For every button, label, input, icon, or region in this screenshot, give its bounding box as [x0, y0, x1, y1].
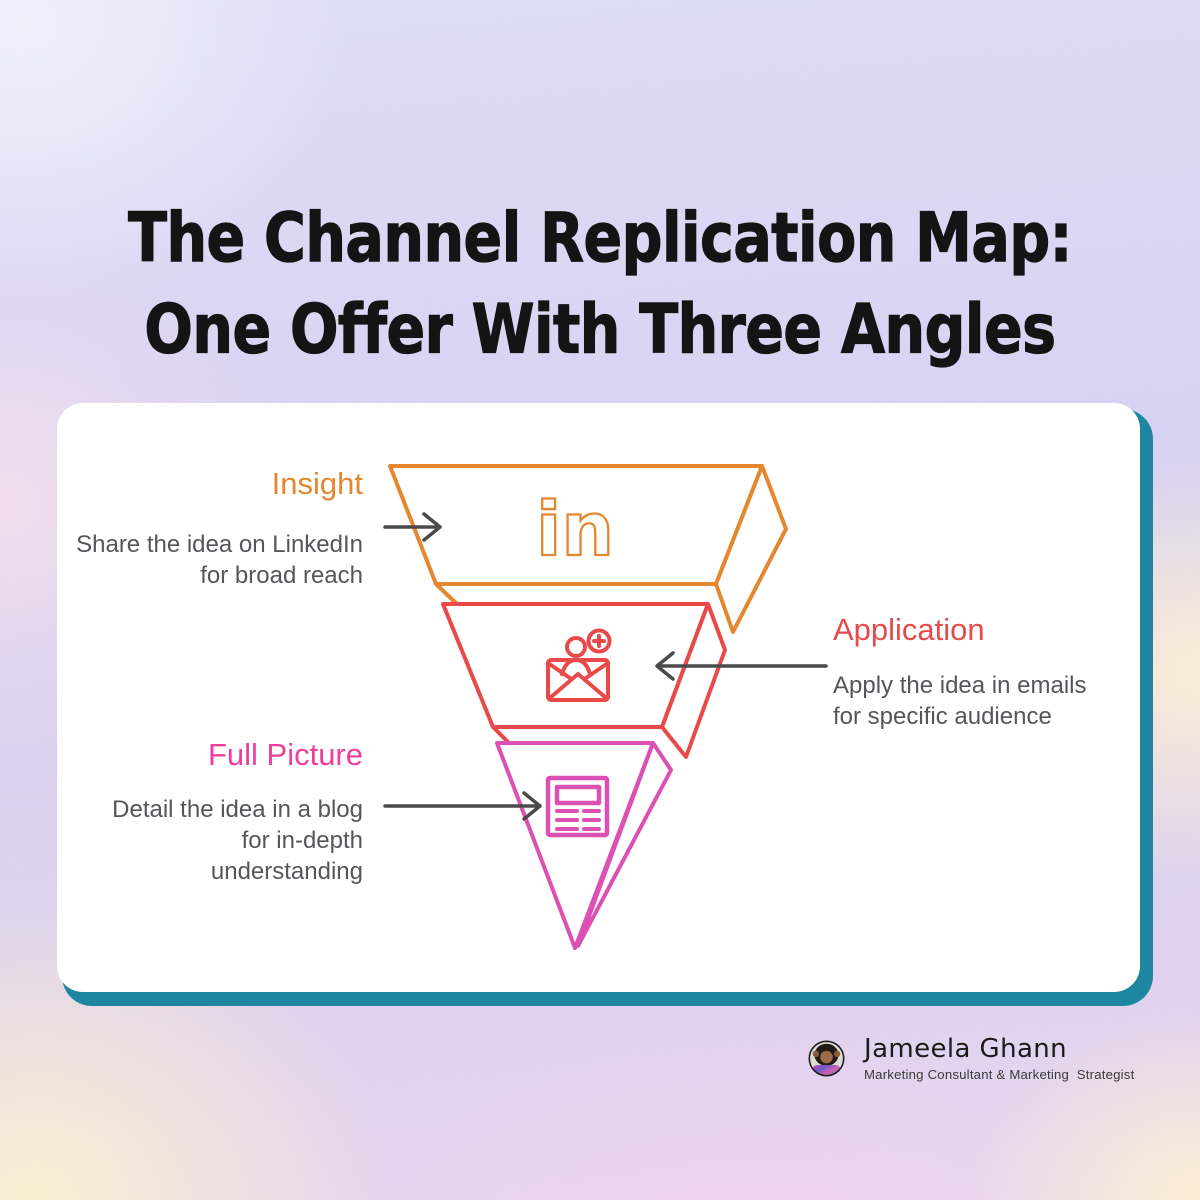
page-title: The Channel Replication Map: One Offer W…: [0, 193, 1200, 376]
title-line-1: The Channel Replication Map:: [128, 198, 1073, 278]
stage-label-full-picture: Full Picture: [207, 737, 363, 772]
stage-description-application: Apply the idea in emails for specific au…: [833, 672, 1087, 730]
stage-label-application: Application: [833, 612, 985, 647]
author-name: Jameela Ghann: [864, 1034, 1068, 1064]
stage-description-full-picture: Detail the idea in a blog for in-depth u…: [112, 796, 363, 885]
title-line-2: One Offer With Three Angles: [144, 290, 1057, 370]
author-byline: Jameela Ghann Marketing Consultant & Mar…: [808, 1034, 1135, 1082]
stage-description-insight: Share the idea on LinkedIn for broad rea…: [76, 531, 363, 589]
author-avatar: [808, 1040, 845, 1077]
author-role: Marketing Consultant & Marketing Strateg…: [864, 1067, 1135, 1082]
stage-label-insight: Insight: [271, 466, 363, 501]
